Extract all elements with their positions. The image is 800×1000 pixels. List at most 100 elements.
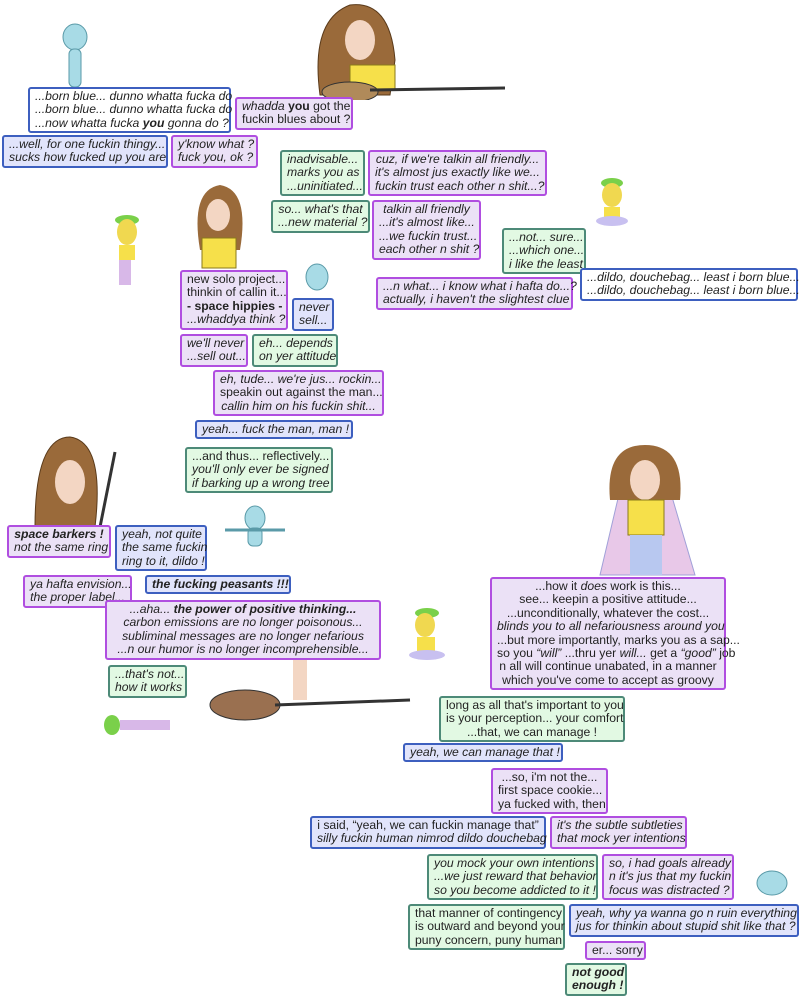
bubble-text: carbon emissions are no longer poisonous… <box>123 615 363 630</box>
bubble-text: actually, i haven't the slightest clue <box>383 292 570 307</box>
bubble-text: sell... <box>299 313 328 328</box>
bubble-text: subliminal messages are no longer nefari… <box>122 628 364 643</box>
bubble-line: ...and thus... reflectively... <box>192 449 330 463</box>
bubble-text: if barking up a wrong tree <box>192 475 330 490</box>
bubble-text: is your perception... your comfort <box>446 711 624 726</box>
speech-bubble: new solo project...thinkin of callin it.… <box>180 270 288 330</box>
speech-bubble: ya hafta envision...the proper label... <box>23 575 132 608</box>
bubble-line: ...but more importantly, marks you as a … <box>497 633 740 647</box>
bubble-line: you mock your own intentions <box>434 856 595 870</box>
guitar-with-foot <box>209 655 411 721</box>
speech-bubble: cuz, if we're talkin all friendly...it's… <box>368 150 547 197</box>
bubble-text: how it works <box>115 680 183 695</box>
bubble-text: ...new material ? <box>278 215 368 230</box>
bubble-line: whadda you got the <box>242 99 350 113</box>
bubble-line: so... what's that <box>278 202 363 216</box>
bubble-text: gonna do ? <box>164 115 229 130</box>
bubble-text: so you become addicted to it ! <box>434 882 596 897</box>
bubble-line: ...that's not... <box>115 667 184 681</box>
bubble-line: is your perception... your comfort <box>446 712 623 725</box>
bubble-text: ...and thus... reflectively... <box>192 449 330 463</box>
bubble-line: marks you as <box>287 166 359 179</box>
bubble-line: n all will continue unabated, in a manne… <box>497 660 719 673</box>
bubble-text: ...we fuckin trust... <box>379 228 478 243</box>
bubble-text: it's almost jus exactly like we... <box>375 165 540 180</box>
bubble-text: eh, tude... we're jus... rockin... <box>220 372 382 386</box>
bubble-line: yeah, not quite <box>122 527 202 541</box>
bubble-text: fuck you, ok ? <box>178 150 254 165</box>
bubble-text: sucks how fucked up you are <box>9 150 167 165</box>
bubble-text: will... <box>619 646 647 661</box>
bubble-text: you'll only ever be signed <box>192 462 329 477</box>
bubble-text: n all will continue unabated, in a manne… <box>499 659 717 674</box>
bubble-line: ...now whatta fucka you gonna do ? <box>35 116 229 130</box>
bubble-line: on yer attitude <box>259 350 336 363</box>
bubble-line: ...aha... the power of positive thinking… <box>112 602 374 616</box>
bubble-line: ...sell out... <box>187 350 246 363</box>
bubble-line: ...new material ? <box>278 216 367 229</box>
bubble-text: n it's jus that my fuckin <box>609 869 732 884</box>
speech-bubble: ...well, for one fuckin thingy...sucks h… <box>2 135 168 168</box>
bubble-line: subliminal messages are no longer nefari… <box>112 628 374 643</box>
bubble-text: ...which one... <box>509 243 585 258</box>
bubble-line: ...it's almost like... <box>379 216 475 229</box>
bubble-line: so you “will” ...thru yer will... get a … <box>497 646 735 661</box>
bubble-text: speakin out against the man... <box>220 385 383 400</box>
speech-bubble: er... sorry <box>585 941 646 961</box>
bubble-line: speakin out against the man... <box>220 386 383 399</box>
bubble-line: space barkers ! <box>14 527 104 541</box>
speech-bubble: ...how it does work is this...see... kee… <box>490 577 740 691</box>
bubble-text: which you've come to accept as groovy <box>502 672 714 687</box>
bubble-text: ...we just reward that behavior <box>434 869 597 884</box>
speech-bubble: eh, tude... we're jus... rockin...speaki… <box>213 370 384 417</box>
bubble-line: ya fucked with, then <box>498 797 606 811</box>
bubble-text: space barkers ! <box>14 527 104 541</box>
bubble-text: ...aha... <box>129 602 174 616</box>
bubble-text: ...that's not... <box>115 667 185 681</box>
bubble-line: ...not... sure... <box>509 230 584 244</box>
bubble-line: blinds you to all nefariousness around y… <box>497 620 725 633</box>
speech-bubble: ...and thus... reflectively...you'll onl… <box>185 447 333 494</box>
bubble-text: ...unconditionally, whatever the cost... <box>506 605 710 620</box>
bubble-line: so you become addicted to it ! <box>434 883 596 897</box>
blonde-kid-meditating <box>596 178 628 226</box>
bubble-line: enough ! <box>572 979 623 992</box>
bubble-line: how it works <box>115 680 183 695</box>
bubble-text: callin him on his fuckin shit... <box>221 398 376 413</box>
bubble-text: ...thru yer <box>561 646 620 661</box>
bubble-text: first space cookie... <box>498 783 603 798</box>
bubble-text: ...uninitiated... <box>287 178 363 193</box>
blonde-kid-sitting <box>409 608 445 660</box>
bubble-line: fuckin trust each other n shit...? <box>375 179 544 193</box>
bubble-line: ...dildo, douchebag... least i born blue… <box>587 270 800 284</box>
hippie-pointing <box>197 185 243 269</box>
bubble-text: jus for thinkin about stupid shit like t… <box>576 919 796 934</box>
bubble-text: fuckin blues about ? <box>242 112 351 127</box>
bubble-line: actually, i haven't the slightest clue <box>383 292 570 307</box>
bubble-text: inadvisable... <box>287 152 359 166</box>
bubble-line: ...dildo, douchebag... least i born blue… <box>587 284 800 297</box>
bubble-text: ...n what... i know what i hafta do...? <box>383 279 577 293</box>
speech-bubble: ...so, i'm not the...first space cookie.… <box>491 768 608 815</box>
bubble-line: we'll never <box>187 336 244 350</box>
speech-bubble: you mock your own intentions...we just r… <box>427 854 598 901</box>
bubble-text: whadda <box>242 99 289 113</box>
bubble-text: y'know what ? <box>178 137 255 151</box>
bubble-line: ...n what... i know what i hafta do...? <box>383 279 577 293</box>
speech-bubble: inadvisable...marks you as...uninitiated… <box>280 150 365 197</box>
bubble-line: not good <box>572 965 624 979</box>
bubble-line: you'll only ever be signed <box>192 462 329 477</box>
bubble-text: i said, “yeah, we can fuckin manage that… <box>317 818 539 832</box>
bubble-text: blinds you to all nefariousness around y… <box>497 619 725 634</box>
bubble-text: silly fuckin human nimrod dildo doucheba… <box>317 831 547 846</box>
bubble-text: yeah, not quite <box>122 527 202 541</box>
bubble-text: ...whaddya think ? <box>187 312 286 327</box>
bubble-line: er... sorry <box>592 943 643 957</box>
bubble-text: work is this... <box>607 579 681 593</box>
bubble-line: the fucking peasants !!! <box>152 577 289 591</box>
